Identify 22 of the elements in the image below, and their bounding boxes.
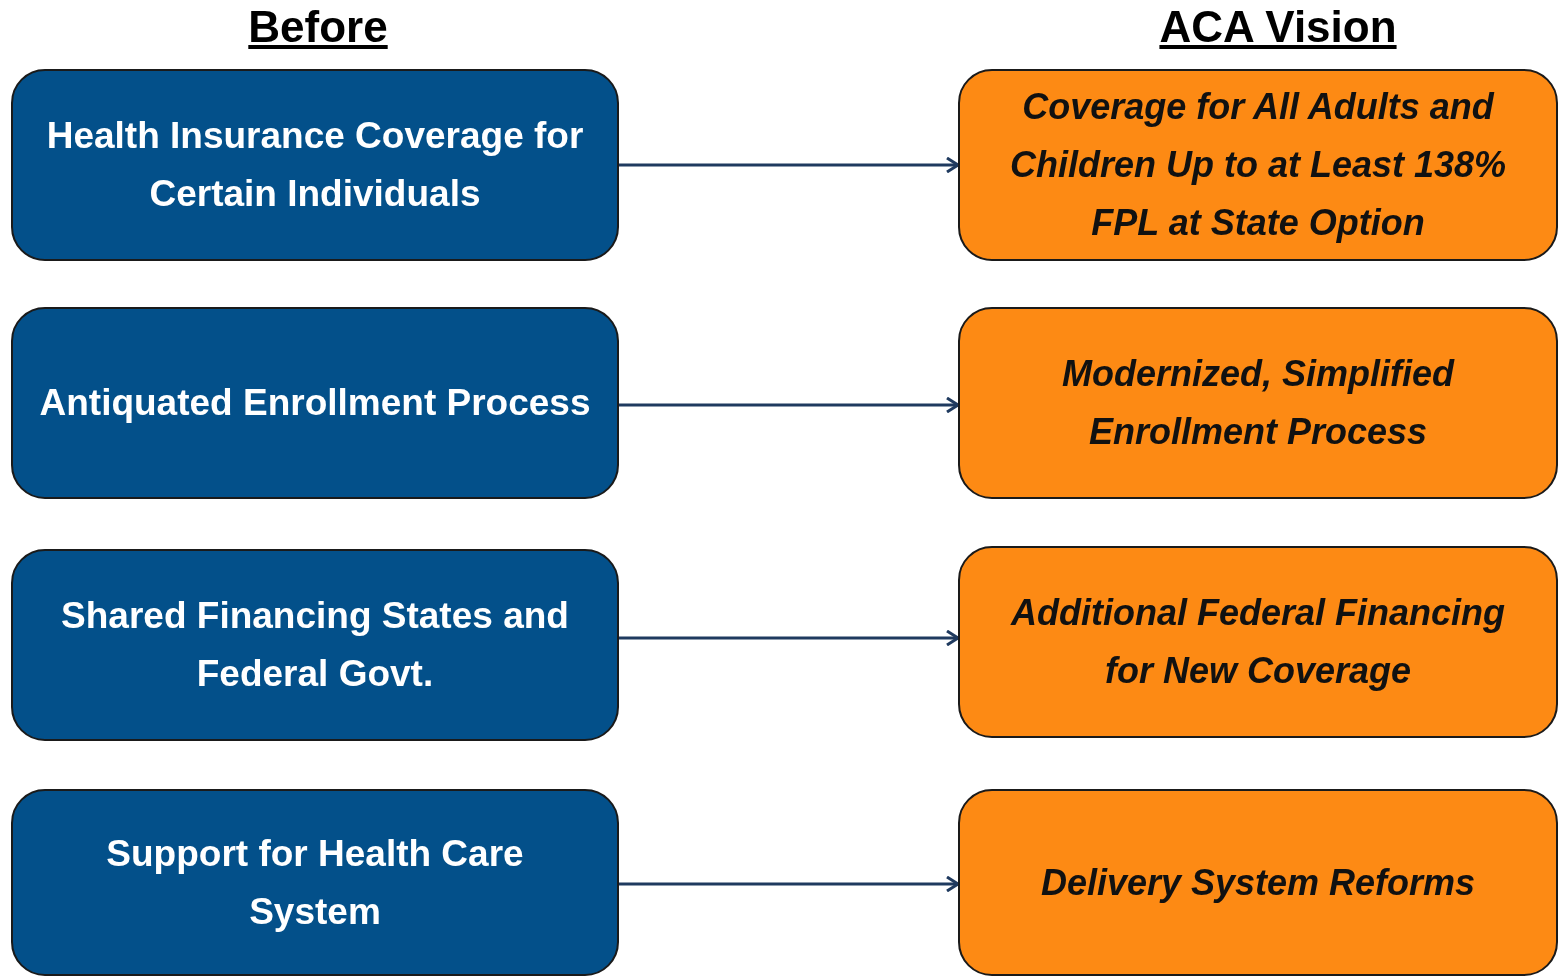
- box-text: Support for Health Care System: [105, 831, 525, 934]
- process-box: [958, 69, 1558, 261]
- column-heading: ACA Vision: [1159, 2, 1397, 52]
- box-text: Additional Federal Financing for New Coverage: [1009, 591, 1506, 693]
- process-box: [958, 307, 1558, 499]
- box-text: Antiquated Enrollment Process: [39, 381, 591, 425]
- box-text: Health Insurance Coverage for Certain Individuals: [45, 114, 585, 216]
- box-text: Modernized, Simplified Enrollment Process: [1061, 352, 1456, 454]
- process-box: [11, 69, 619, 261]
- process-box: [958, 546, 1558, 738]
- arrow: [619, 629, 960, 647]
- process-box: [958, 789, 1558, 976]
- arrow: [619, 156, 960, 174]
- arrow: [619, 875, 960, 893]
- box-text: Shared Financing States and Federal Govt.: [60, 594, 570, 696]
- process-box: [11, 307, 619, 499]
- column-heading: Before: [248, 2, 388, 52]
- arrow: [619, 396, 960, 414]
- process-box: [11, 549, 619, 741]
- process-box: [11, 789, 619, 976]
- box-text: Coverage for All Adults and Children Up to at Least 138% FPL at State Option: [1008, 85, 1508, 245]
- box-text: Delivery System Reforms: [1040, 860, 1476, 905]
